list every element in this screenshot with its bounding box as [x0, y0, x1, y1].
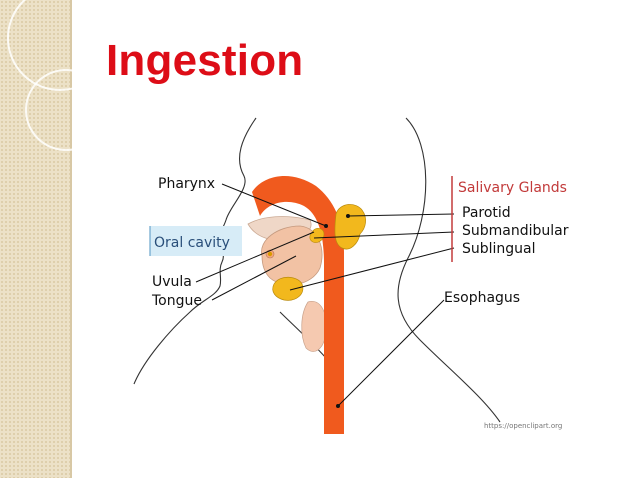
tongue-shape: [261, 225, 323, 286]
label-pharynx: Pharynx: [158, 176, 215, 192]
esophagus-leader: [337, 299, 445, 407]
label-parotid: Parotid: [462, 205, 511, 221]
esophagus-dot: [336, 404, 340, 408]
label-salivary-glands: Salivary Glands: [458, 180, 567, 196]
ingestion-diagram-svg: Pharynx Oral cavity Uvula Tongue Salivar…: [133, 117, 569, 434]
label-uvula: Uvula: [152, 274, 192, 290]
side-band-divider: [70, 0, 72, 478]
label-esophagus: Esophagus: [444, 290, 520, 306]
pharynx-dot: [324, 224, 328, 228]
ingestion-diagram: Pharynx Oral cavity Uvula Tongue Salivar…: [130, 116, 580, 434]
pharynx-leader: [221, 183, 327, 227]
oral-cavity-box: [150, 226, 242, 256]
decorative-rings: [7, 0, 72, 151]
sublingual-gland: [272, 276, 304, 301]
decorative-side-band: [0, 0, 70, 478]
sublingual-leader: [289, 247, 455, 291]
parotid-gland: [334, 204, 366, 250]
parotid-leader: [347, 213, 455, 217]
tongue-leader: [211, 255, 297, 301]
label-submandibular: Submandibular: [462, 223, 569, 239]
esophagus-tube: [252, 175, 344, 434]
submandibular-leader: [313, 231, 455, 239]
image-credit: https://openclipart.org: [484, 422, 562, 430]
slide-title: Ingestion: [106, 36, 304, 85]
label-tongue: Tongue: [151, 293, 202, 309]
larynx-shape: [301, 300, 327, 352]
label-sublingual: Sublingual: [462, 241, 536, 257]
label-oral-cavity: Oral cavity: [154, 235, 230, 251]
parotid-dot: [346, 214, 350, 218]
uvula-leader: [195, 231, 315, 283]
neck-outline: [397, 117, 501, 423]
tonsil-marker: [267, 251, 273, 257]
